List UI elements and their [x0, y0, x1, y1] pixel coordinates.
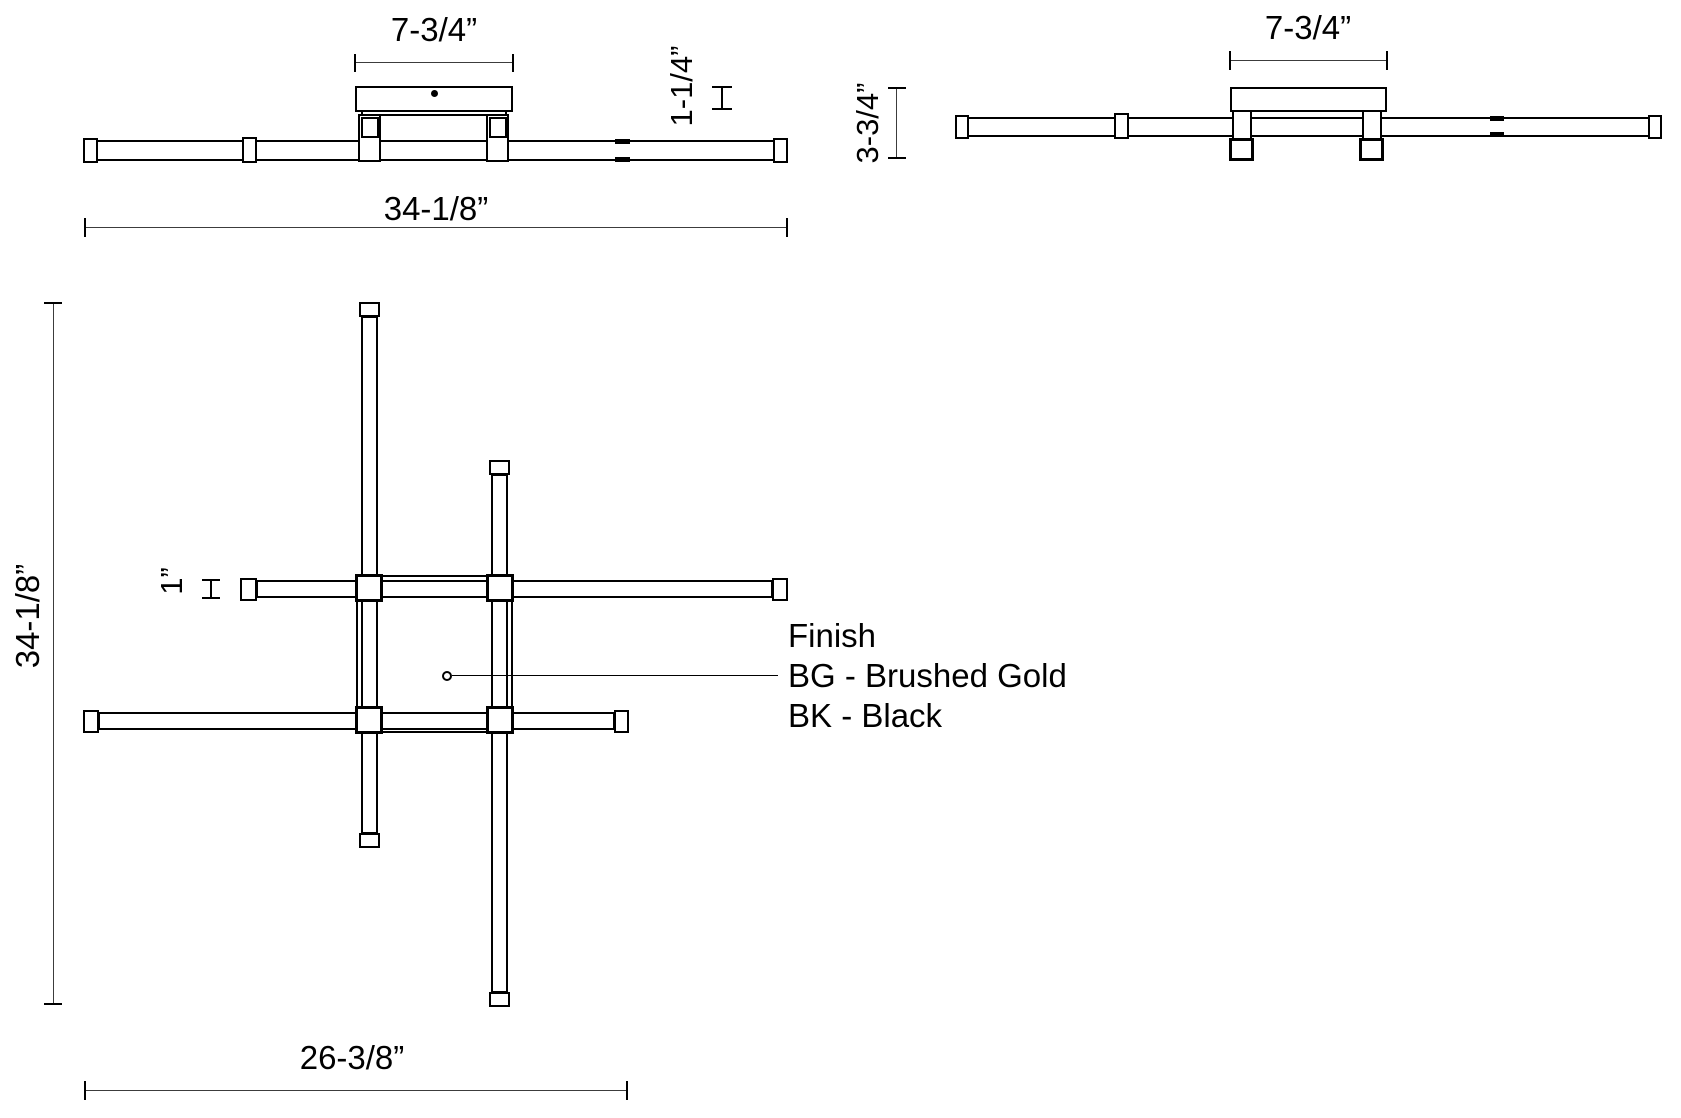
plan-finish-leader-line [452, 675, 778, 676]
plan-overall-dim-tick-bottom [44, 1003, 62, 1005]
side-height-dim-line [896, 88, 897, 159]
plan-bar-width-marker-line [210, 580, 212, 599]
plan-connector-top-left [355, 574, 383, 602]
plan-overall-dim-tick-top [44, 302, 62, 304]
plan-bar-length-dim-tick-right [626, 1081, 628, 1100]
plan-hbar-upper-cap-right [772, 578, 788, 601]
plan-hbar-lower-cap-left [83, 710, 99, 733]
front-canopy-screw [431, 90, 438, 97]
plan-bar-width-marker-tick-top [202, 579, 220, 581]
side-canopy-width-dim-label: 7-3/4” [1264, 9, 1352, 46]
side-post-right [1362, 110, 1382, 141]
plan-overall-dim-line [53, 303, 54, 1005]
front-bar-height-marker-tick-bottom [712, 108, 732, 110]
side-rear-bar-cap-tick-bottom [1490, 132, 1504, 137]
side-post-right-foot [1359, 138, 1384, 161]
plan-connector-bottom-left [355, 706, 383, 734]
plan-vbar2-cap-bottom [489, 992, 510, 1007]
side-fixture-height-dim-label: 3-3/4” [850, 82, 885, 164]
plan-bar-width-marker-tick-bottom [202, 597, 220, 599]
front-post-right-window [489, 117, 507, 138]
side-rear-bar-cap-sleeve [1114, 113, 1129, 139]
plan-overall-length-dim-label: 34-1/8” [9, 563, 46, 669]
side-bar-endcap-right [1648, 115, 1662, 139]
plan-vbar2-cap-top [489, 460, 510, 475]
side-rear-bar-cap-tick-top [1490, 116, 1504, 121]
front-bar-height-marker-line [721, 87, 723, 109]
front-canopy-dim-tick-right [512, 54, 514, 72]
plan-vbar1-cap-bottom [359, 833, 380, 848]
front-canopy-width-dim-label: 7-3/4” [390, 11, 478, 48]
front-canopy-lip [361, 110, 507, 116]
plan-bar-length-dim-label: 26-3/8” [299, 1039, 405, 1076]
front-bar-height-dim-label: 1-1/4” [664, 45, 699, 127]
front-rear-bar-cap-tick-bottom [615, 157, 630, 162]
front-overall-width-dim-label: 34-1/8” [383, 190, 489, 227]
side-height-dim-tick-bottom [888, 157, 906, 159]
plan-hbar-lower-cap-right [614, 710, 629, 733]
side-height-dim-tick-top [888, 87, 906, 89]
plan-finish-leader-dot [442, 671, 452, 681]
side-canopy-dim-line [1230, 60, 1387, 61]
side-light-bar [957, 117, 1662, 137]
front-post-left-window [361, 117, 379, 138]
front-bar-endcap-right [773, 138, 788, 163]
front-bar-endcap-left [83, 138, 98, 163]
front-overall-dim-tick-left [84, 218, 86, 237]
side-post-left-foot [1229, 138, 1254, 161]
plan-bar-length-dim-tick-left [84, 1081, 86, 1100]
plan-hbar-upper-cap-left [240, 578, 257, 601]
front-canopy-dim-tick-left [354, 54, 356, 72]
side-canopy-dim-tick-left [1229, 51, 1231, 70]
plan-connector-bottom-right [486, 706, 514, 734]
side-post-left [1232, 110, 1252, 141]
side-canopy-dim-tick-right [1386, 51, 1388, 70]
plan-bar-width-dim-label: 1” [154, 567, 189, 595]
finish-option-brushed-gold: BG - Brushed Gold [788, 657, 1067, 694]
finish-option-black: BK - Black [788, 697, 943, 734]
front-overall-dim-tick-right [786, 218, 788, 237]
front-canopy-dim-line [355, 62, 513, 63]
side-bar-endcap-left [955, 115, 969, 139]
finish-legend-title: Finish [788, 617, 877, 654]
front-light-bar [85, 140, 787, 161]
plan-bar-length-dim-line [85, 1090, 627, 1091]
side-canopy [1230, 87, 1387, 112]
plan-connector-top-right [486, 574, 514, 602]
front-rear-bar-cap-sleeve [242, 137, 257, 163]
front-overall-dim-line [85, 227, 787, 228]
plan-vbar1-cap-top [359, 302, 380, 317]
front-bar-height-marker-tick-top [712, 86, 732, 88]
front-rear-bar-cap-tick-top [615, 139, 630, 144]
plan-horizontal-bar-upper [256, 580, 773, 598]
